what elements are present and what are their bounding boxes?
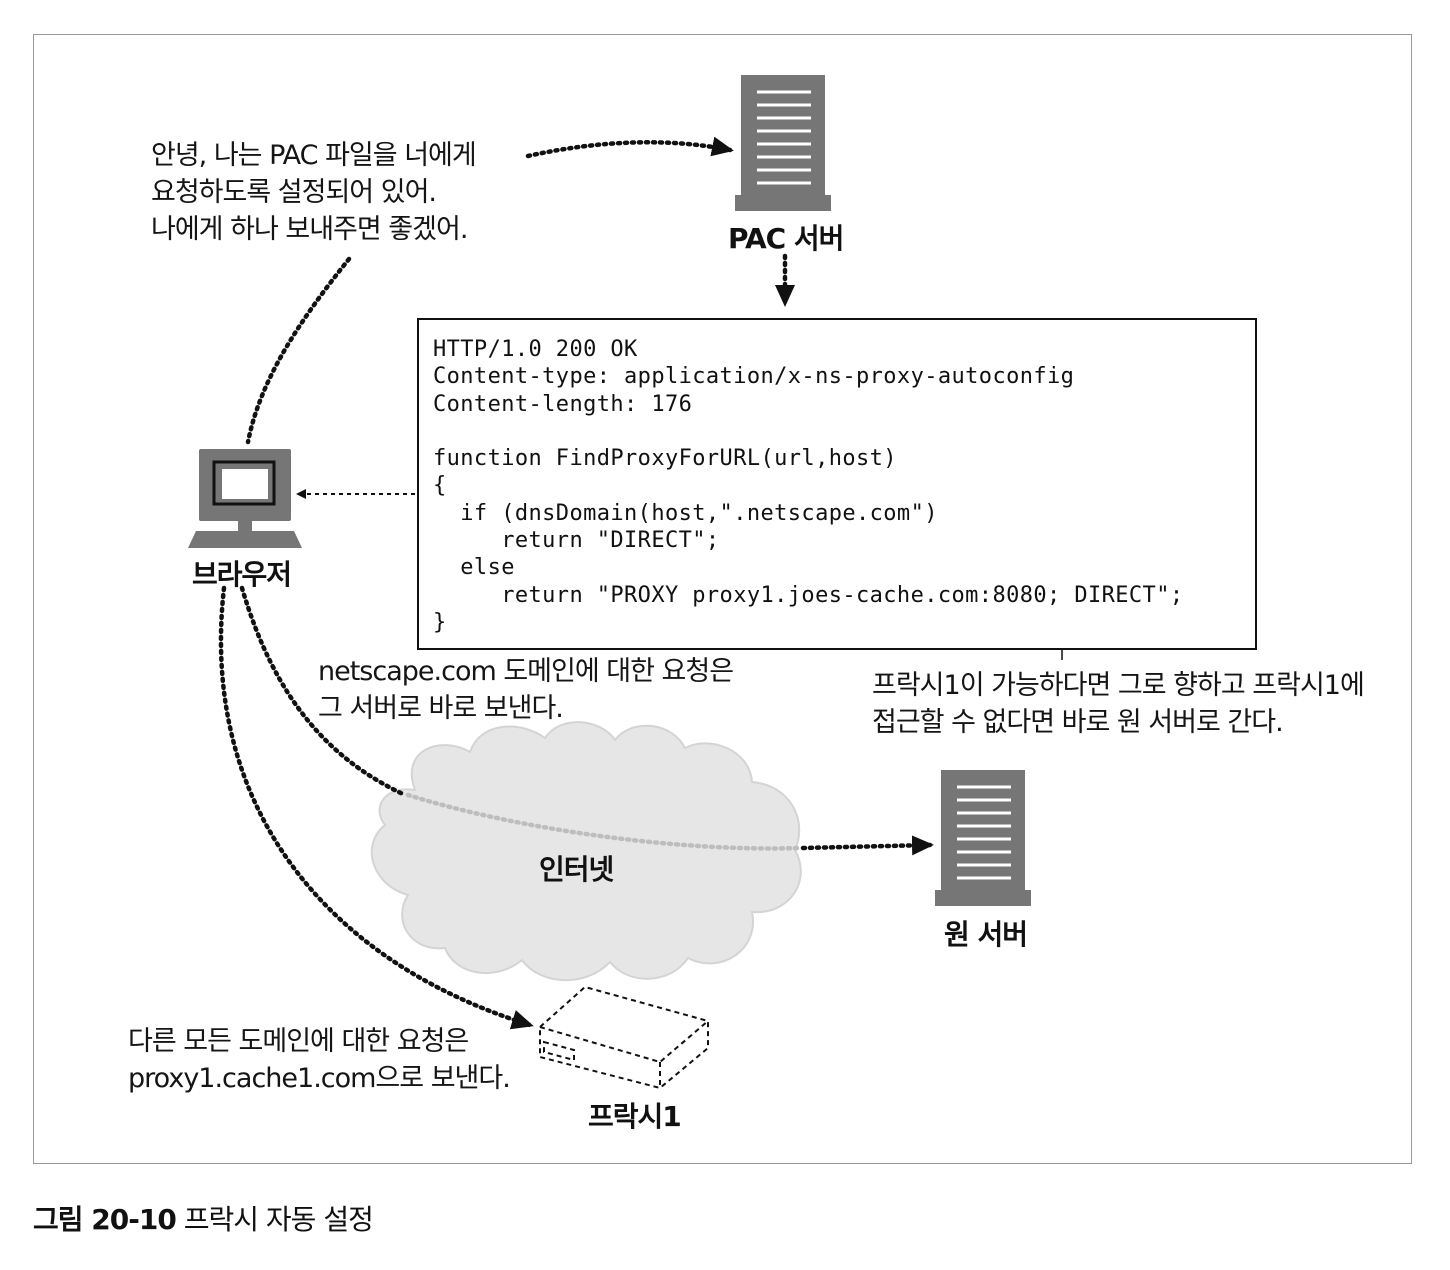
other-domains-note: 다른 모든 도메인에 대한 요청은 proxy1.cache1.com으로 보낸… [128,1026,511,1094]
internet-label: 인터넷 [539,853,614,886]
figure-caption: 그림 20-10 프락시 자동 설정 [33,1198,374,1238]
cloud-icon [370,721,802,982]
request-note: 안녕, 나는 PAC 파일을 너에게 요청하도록 설정되어 있어. 나에게 하나… [151,140,477,245]
origin-server-label: 원 서버 [944,918,1028,951]
server-icon [735,75,831,211]
caption-number: 그림 20-10 [33,1203,177,1236]
proxy-box-icon [539,985,709,1090]
browser-label: 브라우저 [192,558,292,591]
proxy-note: 프락시1이 가능하다면 그로 향하고 프락시1에 접근할 수 없다면 바로 원 … [872,670,1365,738]
netscape-note: netscape.com 도메인에 대한 요청은 그 서버로 바로 보낸다. [318,656,734,724]
computer-icon [188,449,302,548]
pac-file-box: HTTP/1.0 200 OK Content-type: applicatio… [417,318,1257,650]
server-icon [935,770,1031,906]
pac-file-content: HTTP/1.0 200 OK Content-type: applicatio… [433,337,1184,635]
caption-title: 프락시 자동 설정 [183,1203,374,1236]
flow-arrows [218,136,934,1030]
figure-frame [33,34,1412,1164]
pac-server-label: PAC 서버 [728,222,844,255]
flow-through-cloud [405,792,803,851]
proxy-label: 프락시1 [588,1100,682,1133]
